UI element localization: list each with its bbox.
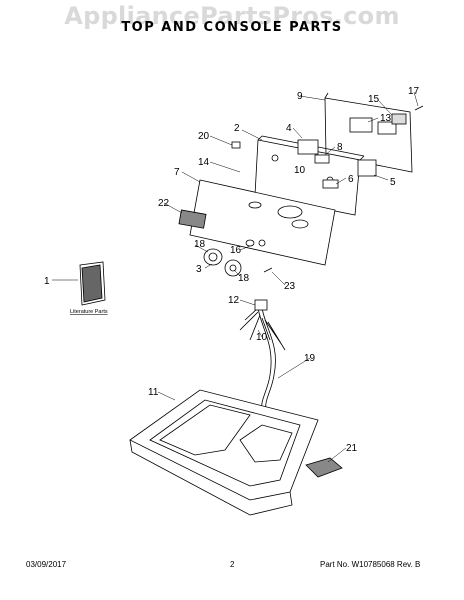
callout-9: 9: [297, 91, 303, 102]
footer-page-number: 2: [230, 560, 235, 569]
callout-15: 15: [368, 94, 380, 105]
callout-18b: 18: [238, 273, 250, 284]
callout-7: 7: [174, 167, 180, 178]
callout-13: 13: [380, 113, 392, 124]
callout-6: 6: [348, 174, 354, 185]
callout-19: 19: [304, 353, 316, 364]
callout-23: 23: [284, 281, 296, 292]
callout-16: 16: [230, 245, 242, 256]
callout-20: 20: [198, 131, 210, 142]
callout-22: 22: [158, 198, 170, 209]
control-panel-back: [324, 92, 413, 173]
literature-booklet: [79, 261, 106, 306]
callout-10a: 10: [294, 165, 306, 176]
wire-harness: [239, 299, 286, 411]
small-parts: [231, 139, 377, 189]
label-card: [305, 457, 343, 478]
callout-21: 21: [346, 443, 358, 454]
top-cover: [129, 389, 319, 516]
overlay-strip: [178, 209, 207, 229]
page-title: TOP AND CONSOLE PARTS: [121, 20, 343, 35]
callout-14: 14: [198, 157, 210, 168]
callout-1: 1: [44, 276, 50, 287]
watermark: AppliancePartsPros.com: [64, 2, 400, 30]
callout-10b: 10: [256, 332, 268, 343]
knobs: [203, 239, 266, 277]
footer-date: 03/09/2017: [26, 560, 67, 569]
callout-2: 2: [234, 123, 240, 134]
leader-lines: [52, 91, 419, 463]
screws: [263, 105, 424, 273]
literature-label: Literature Parts: [70, 309, 108, 315]
callout-8: 8: [337, 142, 343, 153]
callout-17: 17: [408, 86, 420, 97]
callout-12: 12: [228, 295, 240, 306]
callout-5: 5: [390, 177, 396, 188]
callout-18a: 18: [194, 239, 206, 250]
callout-11: 11: [148, 387, 159, 398]
footer-part-number: Part No. W10785068 Rev. B: [320, 560, 421, 569]
callout-3: 3: [196, 264, 202, 275]
callout-numbers: 1 2 3 4 5 6 7 8 9 10 10 11 12 13 14 15 1…: [44, 86, 420, 454]
callout-4: 4: [286, 123, 292, 134]
